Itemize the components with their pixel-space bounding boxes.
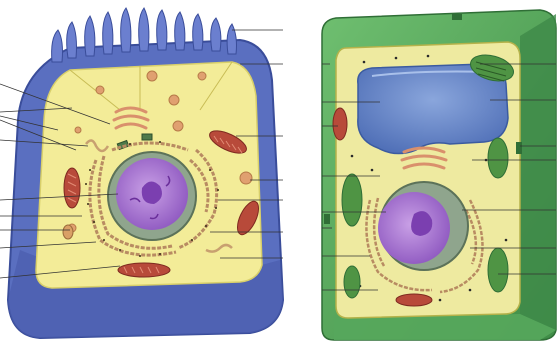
plant-wall-side bbox=[520, 14, 556, 330]
animal-cell bbox=[0, 8, 283, 338]
peroxisome bbox=[63, 225, 73, 239]
plant-cell bbox=[322, 10, 556, 340]
